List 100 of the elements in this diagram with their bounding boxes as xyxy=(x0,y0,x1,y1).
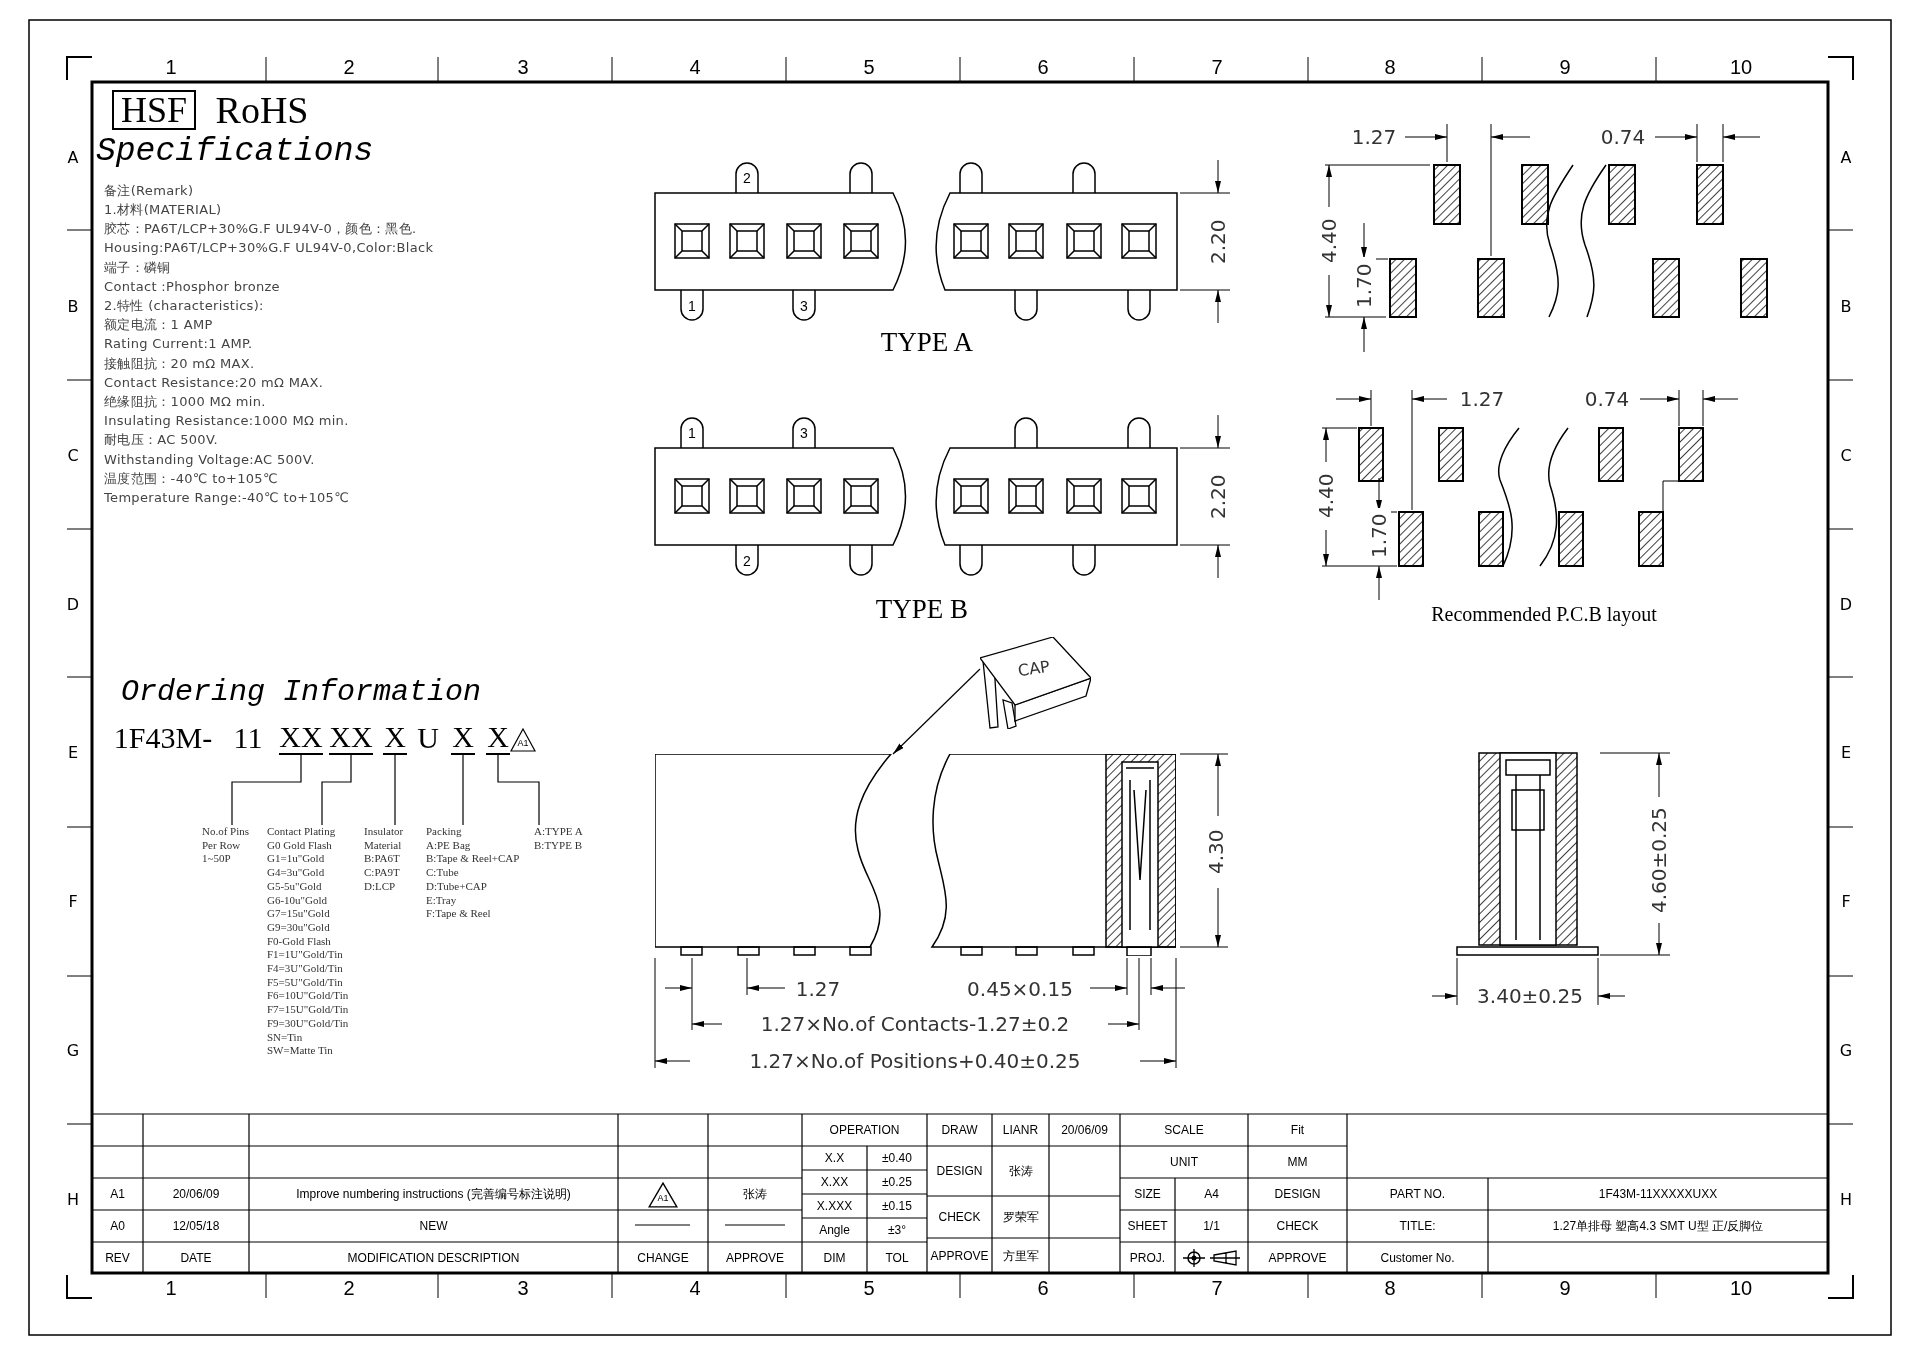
leader-line xyxy=(394,754,396,826)
table-text: CHECK xyxy=(937,1209,982,1226)
table-text: 1.27单排母 塑高4.3 SMT U型 正/反脚位 xyxy=(1551,1218,1765,1235)
caption: Recommended P.C.B layout xyxy=(1430,602,1658,628)
zone-number: 3 xyxy=(516,55,530,80)
view-title: TYPE A xyxy=(879,325,975,359)
table-text: SIZE xyxy=(1133,1186,1162,1203)
table-text: 20/06/09 xyxy=(171,1186,221,1203)
option-text: G9=30u"Gold xyxy=(267,920,331,935)
code-segment: X xyxy=(383,720,407,755)
table-text: DIM xyxy=(822,1249,847,1267)
option-text: G1=1u"Gold xyxy=(267,852,326,867)
table-text: ±0.15 xyxy=(881,1198,913,1215)
zone-letter: A xyxy=(1839,147,1853,169)
spec-text: 温度范围：-40℃ to+105℃ xyxy=(104,469,278,488)
option-text: G5-5u"Gold xyxy=(267,879,323,894)
table-text: PART NO. xyxy=(1388,1186,1447,1203)
table-text: 方里军 xyxy=(1001,1247,1040,1265)
spec-text: 2.特性 (characteristics): xyxy=(104,296,264,315)
spec-text: 接触阻抗：20 mΩ MAX. xyxy=(104,354,255,373)
spec-text: Contact :Phosphor bronze xyxy=(104,277,280,296)
option-text: F0-Gold Flash xyxy=(267,934,332,949)
option-text: Insulator Material xyxy=(364,825,405,853)
pin-number: 1 xyxy=(687,423,697,443)
table-text: APPROVE xyxy=(725,1249,785,1267)
zone-letter: H xyxy=(66,1189,80,1211)
spec-text: Temperature Range:-40℃ to+105℃ xyxy=(104,488,350,507)
spec-text: Withstanding Voltage:AC 500V. xyxy=(104,450,315,469)
zone-number: 4 xyxy=(688,1276,702,1301)
option-text: D:Tube+CAP xyxy=(426,879,488,894)
part-code: U xyxy=(416,720,440,755)
zone-letter: G xyxy=(65,1040,81,1062)
zone-number: 8 xyxy=(1383,55,1397,80)
spec-text: 绝缘阻抗：1000 MΩ min. xyxy=(104,392,266,411)
spec-text: 备注(Remark) xyxy=(104,181,194,200)
table-text: 罗荣军 xyxy=(1001,1209,1040,1226)
zone-letter: G xyxy=(1838,1040,1854,1062)
table-text: DATE xyxy=(179,1249,213,1267)
code-segment: X xyxy=(451,720,475,755)
table-text: APPROVE xyxy=(1267,1249,1328,1267)
option-text: G4=3u"Gold xyxy=(267,866,326,880)
part-code: 11 xyxy=(232,720,264,755)
table-text: SHEET xyxy=(1126,1218,1169,1235)
table-text: A0 xyxy=(109,1218,126,1235)
zone-number: 4 xyxy=(688,55,702,80)
table-text: A1 xyxy=(109,1186,126,1203)
zone-letter: D xyxy=(65,594,81,616)
zone-number: 5 xyxy=(862,1276,876,1301)
table-text: 12/05/18 xyxy=(171,1218,221,1235)
table-text: DESIGN xyxy=(1273,1186,1322,1203)
spec-text: 胶芯：PA6T/LCP+30%G.F UL94V-0，颜色：黑色. xyxy=(104,220,417,239)
zone-letter: C xyxy=(66,445,80,467)
revision-mark: A1 xyxy=(648,1182,678,1208)
table-text: DRAW xyxy=(940,1122,979,1139)
table-text: 1F43M-11XXXXXUXX xyxy=(1597,1186,1719,1203)
pin-number: 3 xyxy=(799,296,809,316)
pin-number: 1 xyxy=(687,296,697,316)
option-text: Packing xyxy=(426,825,463,839)
zone-number: 1 xyxy=(164,55,178,80)
option-text: F5=5U"Gold/Tin xyxy=(267,975,344,990)
option-text: Contact Plating xyxy=(267,825,337,839)
zone-number: 10 xyxy=(1728,55,1754,80)
table-text: Customer No. xyxy=(1379,1249,1456,1267)
option-text: G0 Gold Flash xyxy=(267,838,333,853)
option-text: SW=Matte Tin xyxy=(267,1044,334,1058)
table-text: 20/06/09 xyxy=(1060,1122,1109,1139)
zone-number: 9 xyxy=(1558,55,1572,80)
table-text: CHECK xyxy=(1275,1218,1320,1235)
option-text: F:Tape & Reel xyxy=(426,907,492,921)
option-text: B:TYPE B xyxy=(534,838,583,853)
zone-number: 7 xyxy=(1210,55,1224,80)
option-text: F9=30U"Gold/Tin xyxy=(267,1016,350,1031)
table-text: PROJ. xyxy=(1128,1249,1167,1267)
zone-letter: B xyxy=(66,296,80,318)
zone-number: 5 xyxy=(862,55,876,80)
spec-text: Insulating Resistance:1000 MΩ min. xyxy=(104,412,349,431)
view-title: TYPE B xyxy=(874,592,970,626)
table-text: A4 xyxy=(1203,1186,1220,1203)
table-text: OPERATION xyxy=(828,1122,901,1139)
zone-number: 6 xyxy=(1036,55,1050,80)
zone-number: 2 xyxy=(342,55,356,80)
spec-text: 额定电流：1 AMP xyxy=(104,316,213,335)
table-text: REV xyxy=(104,1249,131,1267)
zone-number: 9 xyxy=(1558,1276,1572,1301)
table-text: Improve numbering instructions (完善编号标注说明) xyxy=(295,1186,572,1203)
spec-text: Housing:PA6T/LCP+30%G.F UL94V-0,Color:Black xyxy=(104,239,434,258)
table-text: MM xyxy=(1286,1154,1309,1171)
zone-number: 8 xyxy=(1383,1276,1397,1301)
table-text: ±3° xyxy=(886,1222,908,1239)
option-text: B:Tape & Reel+CAP xyxy=(426,852,521,867)
zone-letter: B xyxy=(1839,296,1853,318)
table-text: APPROVE xyxy=(929,1247,990,1265)
table-text: X.X xyxy=(823,1150,846,1167)
zone-number: 3 xyxy=(516,1276,530,1301)
option-text: G7=15u"Gold xyxy=(267,907,331,921)
table-text: MODIFICATION DESCRIPTION xyxy=(346,1249,521,1267)
option-text: C:PA9T xyxy=(364,866,401,880)
table-text: TOL xyxy=(884,1249,910,1267)
table-text: 张涛 xyxy=(742,1186,768,1203)
option-text: F6=10U"Gold/Tin xyxy=(267,989,350,1004)
